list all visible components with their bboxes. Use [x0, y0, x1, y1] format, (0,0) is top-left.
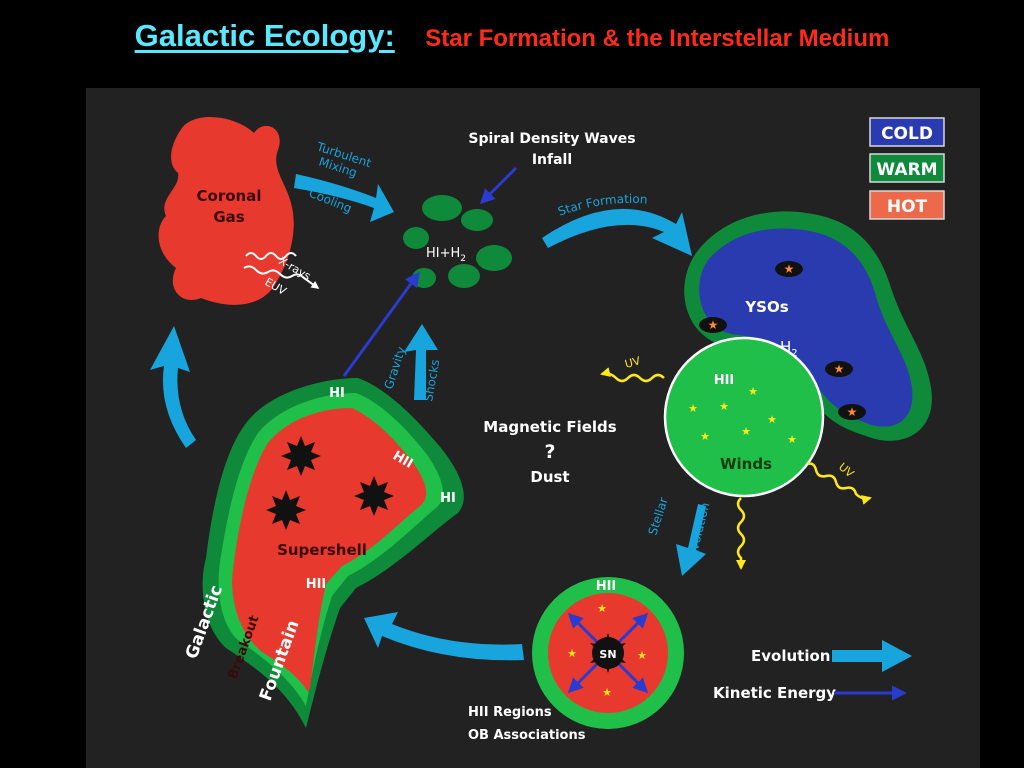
coronal-gas-label-line2: Gas [213, 208, 244, 226]
supershell-hi-right-label: HI [440, 491, 456, 506]
fountain-up-arrow [150, 326, 196, 448]
hi-h2-cloudlets [403, 195, 512, 288]
hi-h2-label: HI+H2 [426, 246, 466, 264]
yso-protostars: ★ ★ ★ ★ [699, 261, 866, 420]
xray-squiggle [245, 252, 297, 260]
sn-label: SN [599, 648, 616, 661]
svg-text:★: ★ [567, 647, 577, 660]
svg-text:★: ★ [708, 318, 719, 332]
svg-text:★: ★ [719, 400, 729, 413]
sn-burst [590, 633, 626, 673]
uv-label-left: UV [623, 354, 642, 371]
hii-bubble-label: HII [714, 373, 735, 388]
ysos-label: YSOs [744, 298, 788, 316]
star-formation-arrow [542, 208, 692, 256]
shocks-arrow [404, 324, 438, 400]
legend-cold: COLD [869, 117, 945, 147]
winds-label: Winds [720, 455, 772, 473]
svg-text:★: ★ [700, 430, 710, 443]
dust-label: Dust [530, 468, 569, 486]
supershell-hi-top-label: HI [329, 386, 345, 401]
uv-ray-down [736, 497, 746, 570]
infall-label: Infall [532, 152, 572, 168]
svg-text:★: ★ [787, 433, 797, 446]
svg-text:★: ★ [688, 402, 698, 415]
supershell-sn-bursts [266, 436, 394, 530]
infall-arrow [479, 166, 518, 205]
legend-warm-label: WARM [876, 160, 937, 180]
legend-warm: WARM [869, 153, 945, 183]
slide-title: Galactic Ecology: Star Formation & the I… [0, 18, 1024, 54]
svg-text:★: ★ [741, 425, 751, 438]
svg-text:★: ★ [767, 413, 777, 426]
legend-evolution-label: Evolution [751, 647, 830, 665]
legend-cold-label: COLD [881, 124, 933, 144]
legend-hot: HOT [869, 190, 945, 220]
hii-bubble [663, 336, 825, 498]
svg-text:★: ★ [748, 385, 758, 398]
spiral-density-waves-label: Spiral Density Waves [468, 131, 635, 147]
sn-stars: ★ ★ ★ ★ [567, 602, 647, 699]
h2-label: H2 [780, 338, 798, 359]
galactic-ecology-diagram: COLD WARM HOT Coronal Gas X-rays EUV Tur… [86, 88, 980, 768]
supershell-label: Supershell [277, 541, 367, 559]
uv-ray-right [807, 462, 872, 505]
cooling-arrow [294, 174, 394, 222]
stellar-evolution-arrow [676, 504, 706, 576]
title-subtitle: Star Formation & the Interstellar Medium [425, 25, 890, 52]
xray-squiggle-arrow [243, 265, 320, 289]
svg-text:★: ★ [784, 262, 795, 276]
legend-evolution-arrow [832, 640, 912, 672]
supershell-hii-bottom-label: HII [306, 577, 327, 592]
hii-bubble-stars: ★ ★ ★ ★ ★ ★ ★ [688, 385, 797, 446]
svg-text:★: ★ [834, 362, 845, 376]
svg-text:★: ★ [597, 602, 607, 615]
title-main: Galactic Ecology: [134, 18, 395, 53]
sn-to-supershell-arrow [364, 612, 524, 661]
legend-hot-label: HOT [887, 197, 928, 217]
ob-associations-label: OB Associations [468, 728, 586, 743]
molecular-cloud-cold-core [699, 228, 913, 427]
sn-hii-label: HII [596, 579, 617, 594]
hii-regions-label: HII Regions [468, 705, 552, 720]
gravity-arrow [342, 271, 420, 377]
magnetic-fields-label: Magnetic Fields [483, 418, 617, 436]
supershell-hot-core [232, 408, 427, 692]
svg-text:★: ★ [637, 649, 647, 662]
svg-text:★: ★ [847, 405, 858, 419]
coronal-gas-label-line1: Coronal [197, 187, 262, 205]
legend-kinetic-label: Kinetic Energy [713, 684, 836, 702]
svg-text:★: ★ [602, 686, 612, 699]
question-label: ? [544, 441, 555, 463]
uv-ray-left [600, 367, 665, 383]
